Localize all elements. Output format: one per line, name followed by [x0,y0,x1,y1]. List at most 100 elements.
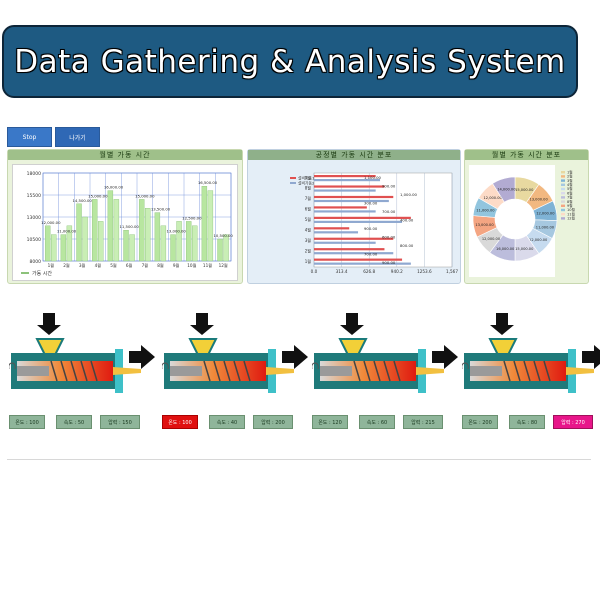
speed-badge: 속도 : 50 [56,415,92,429]
hbar [314,262,411,265]
hbar [314,237,394,240]
temperature-badge: 온도 : 120 [312,415,348,429]
extruder-diagram [161,313,308,393]
y-tick-label: 4월 [305,226,312,232]
temperature-badge: 온도 : 100 [162,415,198,429]
y-tick-label: 6월 [305,206,312,212]
legend-label: 7월 [567,195,573,200]
banner-title: Data Gathering & Analysis System [14,43,566,80]
legend-swatch [561,183,565,186]
data-label: 1,000.00 [400,192,417,197]
slice-label: 11,000.00 [476,208,495,212]
bar [145,208,151,262]
motor-hook-icon [461,362,469,370]
bar [207,190,214,262]
temperature-badge: 온도 : 100 [9,415,45,429]
x-tick-label: 11월 [203,262,212,269]
exit-button[interactable]: 나가기 [55,127,100,147]
hbar [314,241,376,244]
legend-label: 10월 [567,207,575,212]
data-label: 11,500.00 [120,224,140,229]
hbar [314,231,359,234]
data-label: 15,000.00 [135,193,155,198]
speed-badge: 속도 : 80 [509,415,545,429]
bar [138,199,145,262]
hopper [488,338,518,356]
motor-hook-icon [8,362,16,370]
hbar [314,227,350,230]
data-label: 900.00 [364,226,378,231]
data-label: 600.00 [382,235,396,240]
data-label: 800.00 [400,243,414,248]
right-arrow-icon [432,345,458,369]
bar [51,234,57,262]
x-tick-label: 313.4 [336,269,348,274]
bar [223,234,229,262]
pressure-badge: 압력 : 200 [253,415,293,429]
hbar [314,199,389,203]
bar [123,229,129,262]
extruder-diagram [8,313,155,393]
extrudate [266,367,294,375]
distribution-title: 월별 가동 시간 분포 [465,150,588,160]
legend-swatch [561,196,565,199]
legend-label: 1월 [567,169,573,174]
hbar [314,189,376,192]
legend-label: 4월 [567,182,573,187]
x-tick-label: 8월 [157,262,164,269]
data-label: 16,000.00 [104,185,124,190]
data-label: 1,100.00 [364,175,381,180]
legend-swatch [290,182,296,184]
legend-label: 2월 [567,174,573,179]
x-tick-label: 9월 [173,262,180,269]
extrudate [566,367,594,375]
data-label: 400.00 [400,218,414,223]
screw-shaft [170,366,202,376]
down-arrow-icon [340,313,364,335]
plot-area [313,172,453,268]
legend-swatch [561,200,565,203]
data-label: 700.00 [364,252,378,257]
y-tick-label: 13000 [27,215,41,221]
legend-swatch [561,204,565,207]
monthly-bar-chart: 18000155001300010500800012,000.0011,000.… [21,171,234,277]
slice-label: 11,000.00 [536,226,555,230]
legend-swatch [561,213,565,216]
slice-label: 16,000.00 [496,247,515,251]
screw-flights [203,360,251,382]
y-tick-label: 1월 [305,258,312,264]
data-label: 11,000.00 [57,229,77,234]
screw-flights [50,360,98,382]
motor-hook-icon [161,362,169,370]
x-tick-label: 10월 [187,262,196,269]
screw-flights [353,360,401,382]
x-tick-label: 7월 [142,262,149,269]
temperature-badge: 온도 : 200 [462,415,498,429]
hbar [314,258,403,261]
legend-label: 11월 [567,211,575,216]
slice-label: 13,000.00 [475,223,494,227]
down-arrow-icon [37,313,61,335]
bar [217,238,223,262]
motor-hook-icon [311,362,319,370]
bar [76,203,82,262]
hbar [314,220,403,223]
extruder-machine [311,309,462,419]
x-tick-label: 1253.6 [417,269,432,274]
bar [185,221,192,262]
hbar [314,252,394,255]
distribution-donut-chart: 15,000.0013,000.0012,000.0011,000.0012,0… [469,165,575,277]
bar [60,234,67,262]
y-tick-label: 2월 [305,247,312,253]
legend-swatch [561,179,565,182]
toolbar: Stop 나가기 [7,125,591,147]
legend-label: 가동 시간 [32,270,52,277]
data-label: 10,500.00 [214,233,234,238]
hbar [314,179,381,182]
extruder-diagram [311,313,458,393]
extruder-machine [161,309,312,419]
stop-button[interactable]: Stop [7,127,52,147]
legend-label: 8월 [567,199,573,204]
